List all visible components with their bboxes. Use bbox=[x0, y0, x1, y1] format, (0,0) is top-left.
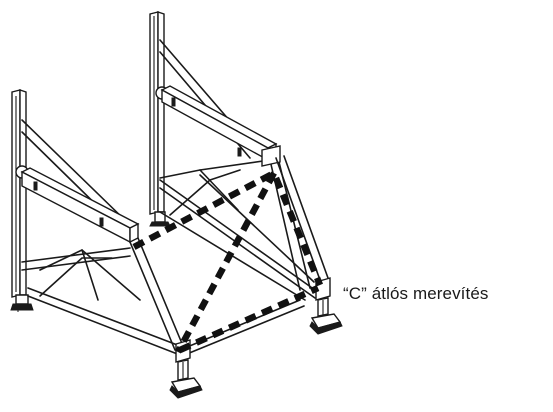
top-right-connector bbox=[199, 145, 329, 283]
right-leg bbox=[309, 277, 343, 335]
front-lower-frame bbox=[21, 237, 305, 357]
c-diagonal-bracing bbox=[132, 170, 324, 354]
front-top-beam bbox=[20, 167, 140, 244]
bracing-callout-label: “C” átlós merevítés bbox=[343, 284, 489, 303]
rear-top-beam bbox=[160, 85, 278, 162]
